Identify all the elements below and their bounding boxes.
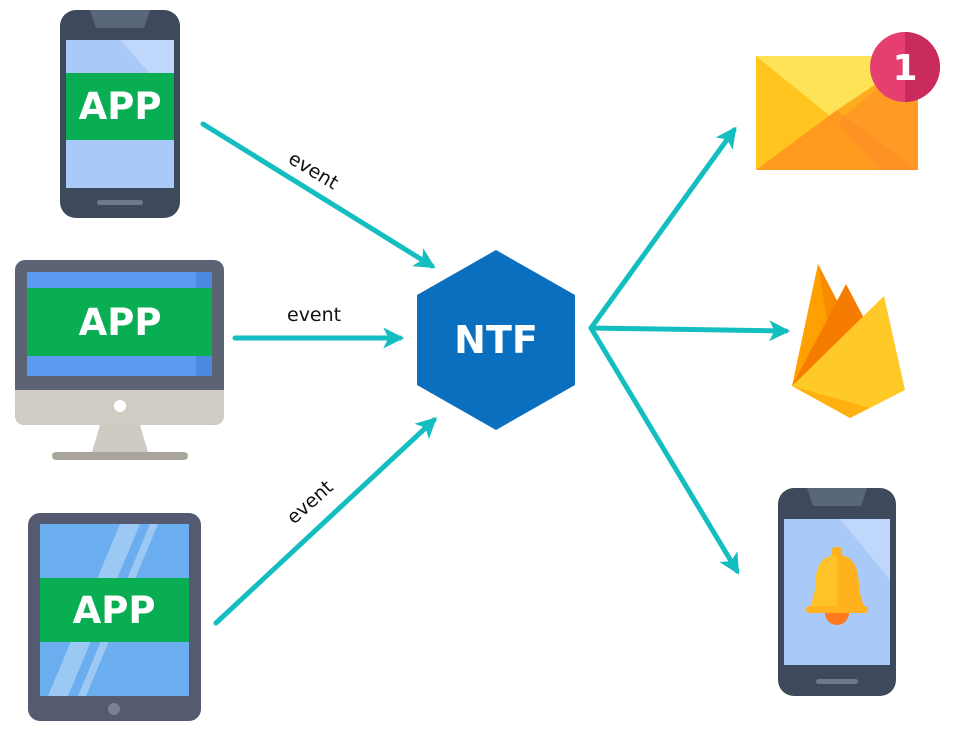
edge-label: event (287, 304, 341, 326)
bell-clapper (825, 613, 849, 625)
hub-label: NTF (454, 318, 538, 362)
email-icon: 1 (756, 32, 940, 170)
outbound-arrows (588, 126, 791, 575)
phone-home-bar (816, 679, 858, 684)
source-desktop: APP (15, 260, 224, 460)
badge-count: 1 (892, 48, 917, 89)
edge-arrow (588, 126, 737, 331)
edge-label: event (284, 147, 342, 194)
edge-arrow (200, 121, 436, 269)
monitor-base (52, 452, 188, 460)
edge-arrow (588, 320, 791, 342)
source-phone: APP (60, 10, 180, 218)
phone-notch (90, 10, 150, 28)
app-label: APP (73, 589, 156, 632)
app-banner (66, 73, 174, 140)
hub-hexagon (417, 250, 575, 430)
monitor-power-icon (114, 400, 126, 412)
app-label: APP (79, 85, 162, 128)
phone-home-bar (97, 200, 143, 205)
mobile-bell-icon (778, 488, 896, 696)
monitor-stand (92, 425, 148, 452)
edge-arrow (588, 325, 740, 575)
tablet-home-button (108, 703, 120, 715)
source-tablet: APP (28, 513, 201, 721)
edge-arrow (213, 417, 438, 626)
ntf-hub: NTF (417, 250, 575, 430)
inbound-arrows: event event event (200, 121, 438, 626)
app-label: APP (79, 301, 162, 344)
app-banner (27, 288, 212, 356)
app-banner (40, 578, 189, 642)
phone-notch (807, 488, 867, 506)
firebase-icon (792, 264, 905, 418)
